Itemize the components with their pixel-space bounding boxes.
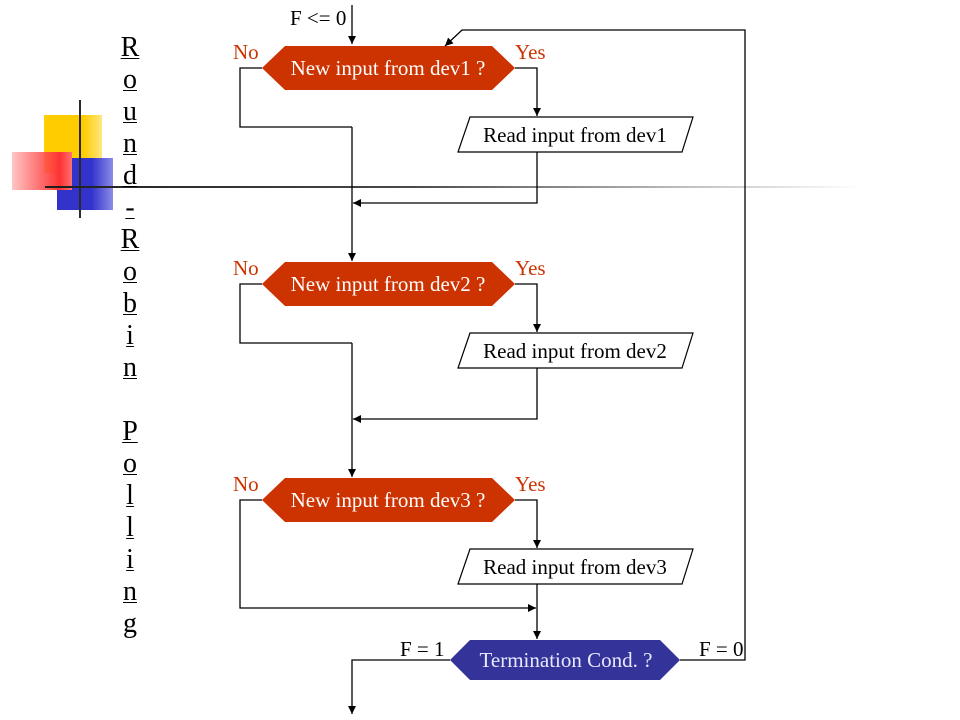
- entry-condition-label: F <= 0: [290, 6, 346, 30]
- action-read-dev1-label: Read input from dev1: [483, 123, 667, 147]
- title-letter: b: [123, 288, 137, 319]
- decision-dev2-label: New input from dev2 ?: [291, 272, 486, 296]
- title-letter: o: [123, 448, 137, 479]
- title-letter: n: [123, 352, 137, 383]
- connector-dev2-no: [239, 283, 352, 344]
- title-letter: l: [126, 480, 134, 511]
- connector-dev3-yes: [515, 499, 541, 548]
- title-letter: i: [126, 544, 134, 575]
- title-letter: u: [123, 96, 137, 127]
- connector-dev3-no: [239, 499, 536, 612]
- action-box-read-dev2: [457, 332, 694, 369]
- action-read-dev2-label: Read input from dev2: [483, 339, 667, 363]
- decision-dev3-label: New input from dev3 ?: [291, 488, 486, 512]
- decision-dev1-label: New input from dev1 ?: [291, 56, 486, 80]
- yes-label-dev2: Yes: [515, 256, 546, 280]
- title-letter: i: [126, 320, 134, 351]
- title-letter: l: [126, 512, 134, 543]
- action-box-read-dev3: [457, 548, 694, 585]
- decision-box-dev3: [262, 478, 515, 522]
- connector-loop-back: [444, 29, 746, 661]
- no-label-dev3: No: [233, 472, 259, 496]
- decor-vertical-rule: [79, 100, 81, 218]
- termination-decision-label: Termination Cond. ?: [480, 648, 653, 672]
- action-box-read-dev1: [457, 116, 694, 153]
- connector-dev2-yes: [515, 283, 541, 332]
- title-letter: n: [123, 576, 137, 607]
- connector-dev1-no: [239, 67, 352, 128]
- title-letter: R: [120, 224, 140, 255]
- title-letter: P: [122, 416, 138, 447]
- title-letter: g: [123, 608, 137, 639]
- decor-horizontal-rule: [45, 186, 860, 188]
- connector-dev1-yes: [515, 67, 541, 116]
- termination-decision-box: [450, 640, 680, 680]
- no-label-dev2: No: [233, 256, 259, 280]
- title-letter: o: [123, 64, 137, 95]
- title-letter: -: [125, 192, 135, 223]
- title-letter: R: [120, 32, 140, 63]
- yes-label-dev3: Yes: [515, 472, 546, 496]
- decision-box-dev1: [262, 46, 515, 90]
- title-letter: d: [123, 160, 137, 191]
- title-letter: n: [123, 128, 137, 159]
- action-read-dev3-label: Read input from dev3: [483, 555, 667, 579]
- no-label-dev1: No: [233, 40, 259, 64]
- yes-label-dev1: Yes: [515, 40, 546, 64]
- decor-red-square: [12, 152, 72, 190]
- connector-dev2-read-out: [353, 368, 538, 423]
- termination-exit-label: F = 1: [400, 637, 445, 661]
- connector-termination-exit: [348, 659, 450, 714]
- title-letter: o: [123, 256, 137, 287]
- decision-box-dev2: [262, 262, 515, 306]
- connector-dev1-read-out: [353, 152, 538, 207]
- termination-loop-label: F = 0: [699, 637, 744, 661]
